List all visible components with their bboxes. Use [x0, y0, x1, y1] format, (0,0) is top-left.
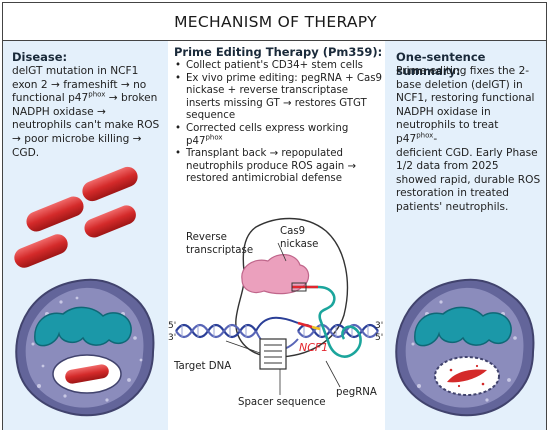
summary-panel: One-sentence summary: Prime editing fixe…	[385, 41, 546, 430]
dna-3prime-right: 3'	[375, 321, 384, 331]
summary-line: deficient CGD. Early Phase	[396, 146, 538, 159]
therapy-panel: Prime Editing Therapy (Pm359): •Collect …	[168, 41, 385, 430]
dna-5prime-right: 5'	[375, 333, 384, 343]
summary-line: 1/2 data from 2025	[396, 160, 499, 173]
bacterium-icon	[14, 234, 68, 268]
cas9-nickase-label: Cas9 nickase	[280, 226, 319, 250]
pegrna-strand	[292, 285, 362, 358]
ncf1-gene-label: NCF1	[299, 341, 329, 354]
disease-heading: Disease:	[12, 50, 68, 64]
neutrophil-icon	[15, 278, 155, 417]
therapy-step: •Transplant back → repopulated neutrophi…	[175, 148, 357, 185]
summary-heading: One-sentence summary:	[396, 50, 486, 78]
summary-text: Prime editing fixes the 2- base deletion…	[396, 65, 542, 215]
disease-line: → poor microbe killing →	[12, 132, 142, 145]
disease-line: delGT mutation in NCF1	[12, 65, 139, 77]
target-dna-label: Target DNA	[174, 361, 232, 372]
disease-panel: Disease: delGT mutation in NCF1 exon 2 →…	[3, 41, 168, 430]
spacer-sequence-label: Spacer sequence	[238, 397, 326, 408]
summary-line: Prime editing fixes the 2-	[396, 65, 530, 77]
disease-text: delGT mutation in NCF1 exon 2 → frameshi…	[12, 65, 164, 160]
bacterium-icon	[26, 196, 84, 232]
prime-editing-diagram	[175, 217, 379, 395]
figure-title: MECHANISM OF THERAPY	[174, 13, 377, 31]
dna-strand-top	[175, 323, 379, 339]
disease-line: NADPH oxidase →	[12, 105, 106, 118]
therapy-heading: Prime Editing Therapy (Pm359):	[174, 45, 383, 59]
summary-line: base deletion (delGT) in	[396, 78, 523, 91]
disease-line: functional p47phox → broken	[12, 90, 158, 105]
disease-line: exon 2 → frameshift → no	[12, 78, 147, 91]
summary-line: neutrophils to treat p47phox-	[396, 119, 499, 145]
summary-line: NCF1, restoring functional	[396, 92, 535, 105]
therapy-step: •Ex vivo prime editing: pegRNA + Cas9 ni…	[175, 72, 382, 122]
disease-line: neutrophils can't make ROS	[12, 119, 160, 132]
summary-line: NADPH oxidase in	[396, 105, 491, 118]
bacterium-icon	[84, 205, 136, 238]
treated-neutrophil-icon	[395, 278, 535, 417]
therapy-step: •Corrected cells express working p47phox	[175, 122, 349, 147]
dna-3prime-left: 3'	[168, 333, 177, 343]
title-divider	[3, 40, 546, 41]
bacteria-illustration	[14, 166, 138, 268]
therapy-step: •Collect patient's CD34+ stem cells	[175, 60, 363, 71]
summary-line: showed rapid, durable ROS	[396, 173, 541, 186]
reverse-transcriptase-label: Reverse transcriptase	[186, 232, 254, 256]
disease-line: CGD.	[12, 146, 40, 159]
pegrna-label: pegRNA	[336, 387, 377, 398]
dna-strand-bottom	[175, 323, 379, 339]
summary-line: restoration in treated	[396, 187, 510, 200]
bacterium-icon	[82, 166, 138, 202]
therapy-steps: •Collect patient's CD34+ stem cells •Ex …	[174, 60, 384, 186]
summary-line: patients' neutrophils.	[396, 200, 509, 213]
target-dna-box	[259, 338, 287, 370]
dna-5prime-left: 5'	[168, 321, 177, 331]
